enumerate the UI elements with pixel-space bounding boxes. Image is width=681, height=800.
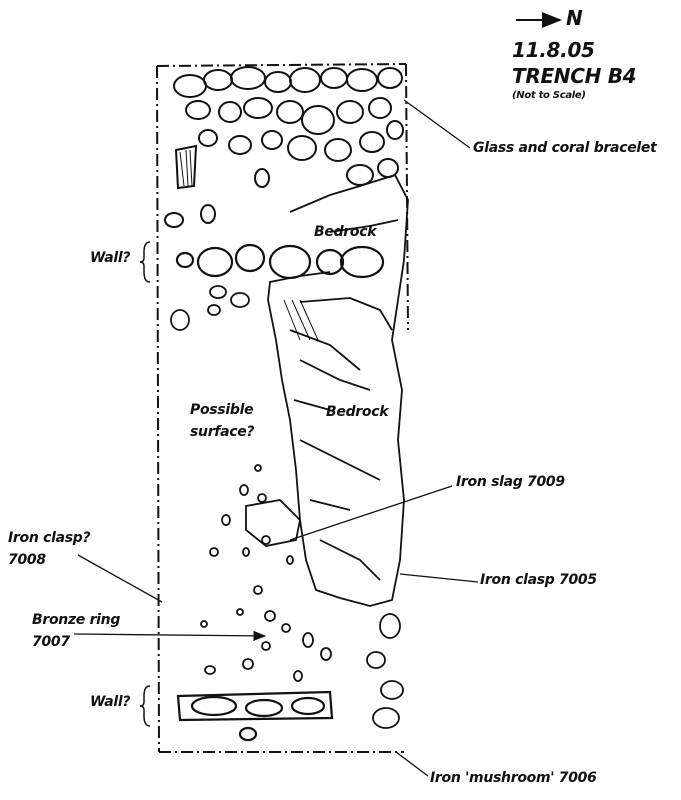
trench-label: TRENCH B4 [512, 64, 637, 88]
leader-glass-bracelet [403, 99, 471, 149]
label-iron-clasp-q-1: Iron clasp? [8, 530, 91, 546]
leader-iron-mushroom [395, 751, 429, 777]
label-iron-clasp-q-2: 7008 [8, 552, 46, 568]
bedrock-outline [267, 173, 409, 607]
scattered-stones [170, 285, 404, 729]
label-iron-clasp: Iron clasp 7005 [480, 572, 597, 588]
label-possible-surface-1: Possible [190, 402, 254, 418]
north-label: N [566, 6, 583, 30]
leader-iron-clasp-q [77, 554, 163, 603]
label-bronze-ring-1: Bronze ring [32, 612, 121, 628]
label-bedrock-1: Bedrock [314, 224, 377, 240]
date-label: 11.8.05 [512, 38, 595, 62]
leader-iron-slag [289, 485, 453, 541]
label-bedrock-2: Bedrock [326, 404, 389, 420]
label-bronze-ring-2: 7007 [32, 634, 70, 650]
scale-note: (Not to Scale) [512, 90, 586, 101]
wall-stones-south [176, 690, 334, 742]
label-iron-mushroom: Iron 'mushroom' 7006 [430, 770, 597, 786]
label-glass-bracelet: Glass and coral bracelet [473, 140, 657, 156]
label-wall-south: Wall? [90, 694, 131, 710]
leader-iron-clasp [399, 573, 479, 583]
label-wall-north: Wall? [90, 250, 131, 266]
leader-bronze-ring [73, 630, 267, 642]
stone-cluster-north [164, 66, 404, 228]
label-possible-surface-2: surface? [190, 424, 255, 440]
iron-slag-shape [245, 499, 301, 547]
wall-brace-north [139, 241, 151, 283]
wall-stones-north [175, 243, 385, 280]
label-iron-slag: Iron slag 7009 [456, 474, 565, 490]
wall-brace-south [139, 685, 151, 727]
